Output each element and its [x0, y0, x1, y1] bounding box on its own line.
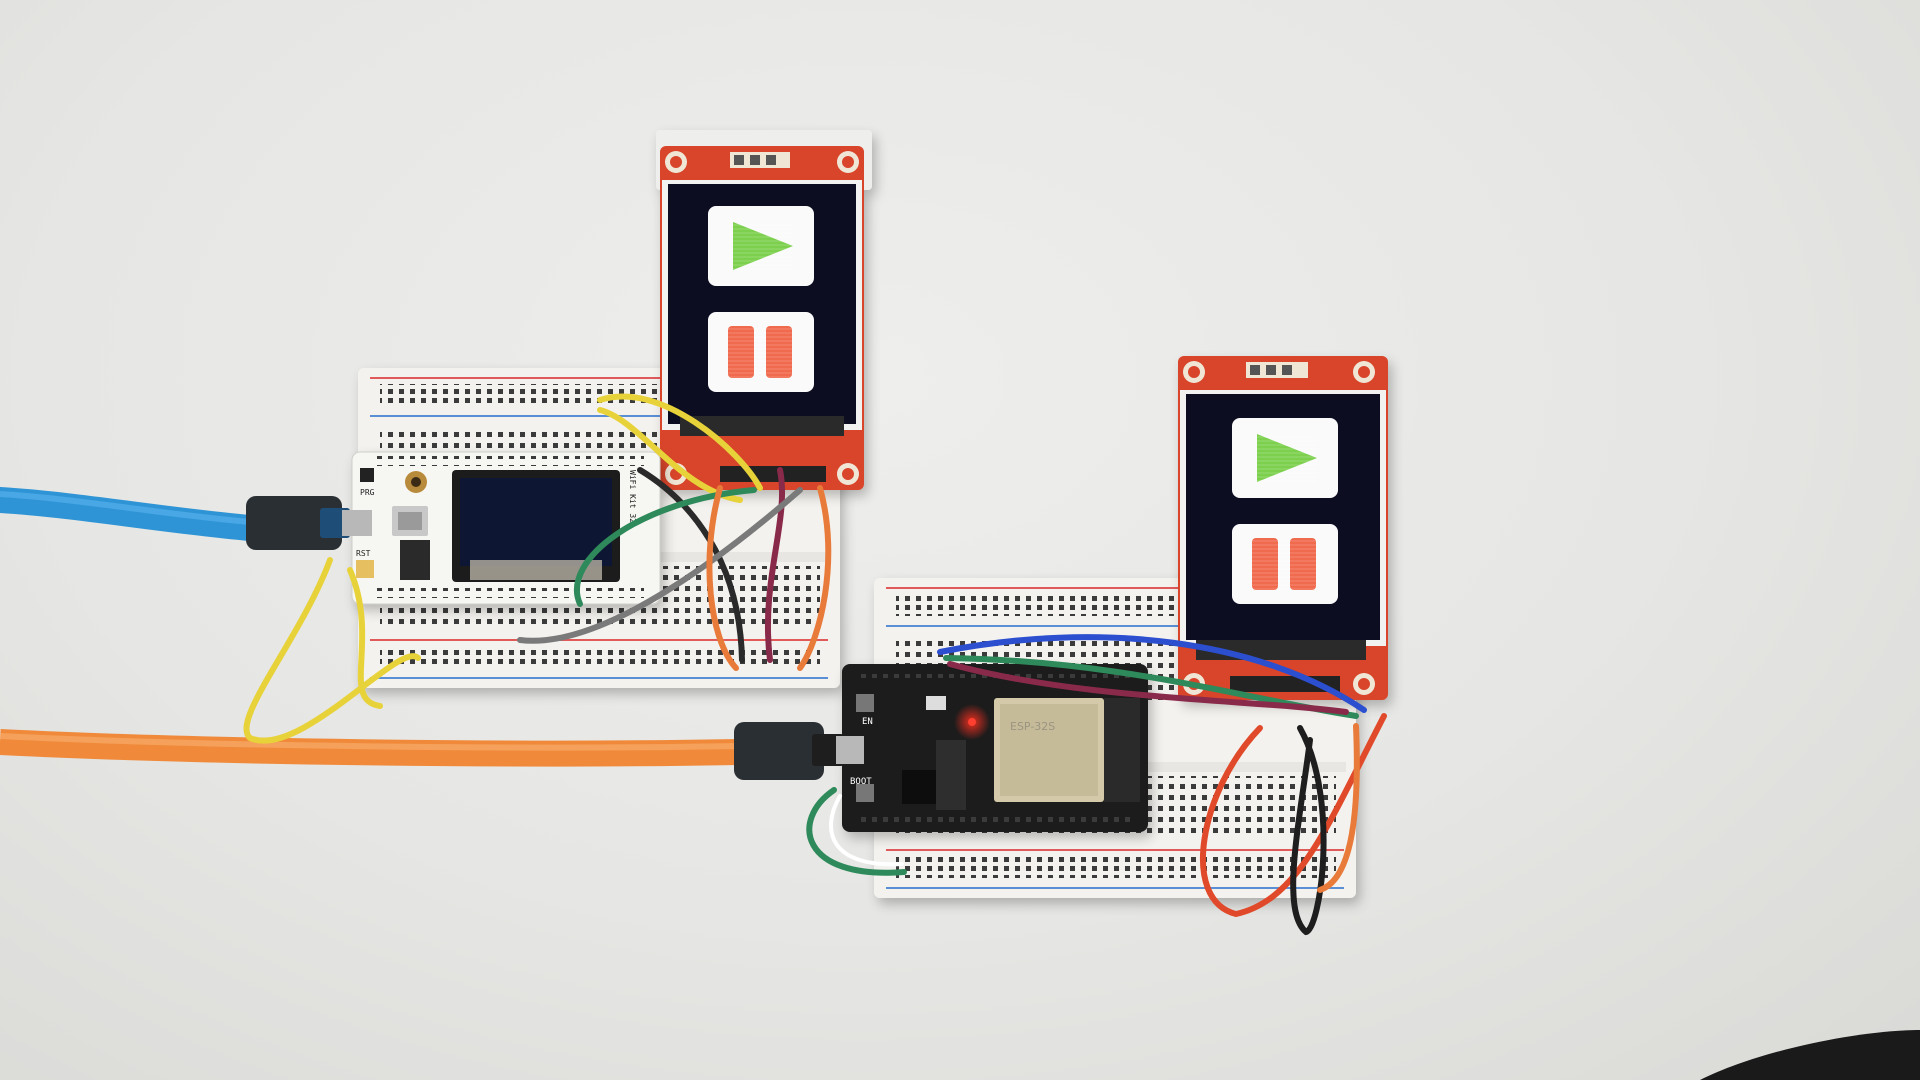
jumper-wires-right	[806, 634, 1387, 936]
dark-object-corner	[1700, 1030, 1920, 1080]
heltec-brand: WiFi Kit 32	[628, 470, 637, 523]
usb-cable-orange	[0, 729, 741, 767]
screen1-pause-button	[708, 312, 814, 392]
screen2-play-button	[1232, 418, 1338, 498]
usb-cable-blue	[0, 487, 263, 541]
jumper-wires-left	[243, 393, 832, 744]
label-boot: BOOT	[850, 777, 872, 787]
screen1-play-button	[708, 206, 814, 286]
usb-plug-orange	[734, 722, 864, 780]
esp32-module-label: ESP-32S	[1010, 720, 1055, 733]
label-rst: RST	[356, 549, 371, 558]
heltec-wifi-kit32	[351, 451, 661, 605]
usb-plug-blue	[246, 496, 372, 550]
label-en: EN	[862, 717, 873, 727]
screen2-pause-button	[1232, 524, 1338, 604]
label-prg: PRG	[360, 488, 375, 497]
tft-display-1	[656, 130, 872, 490]
